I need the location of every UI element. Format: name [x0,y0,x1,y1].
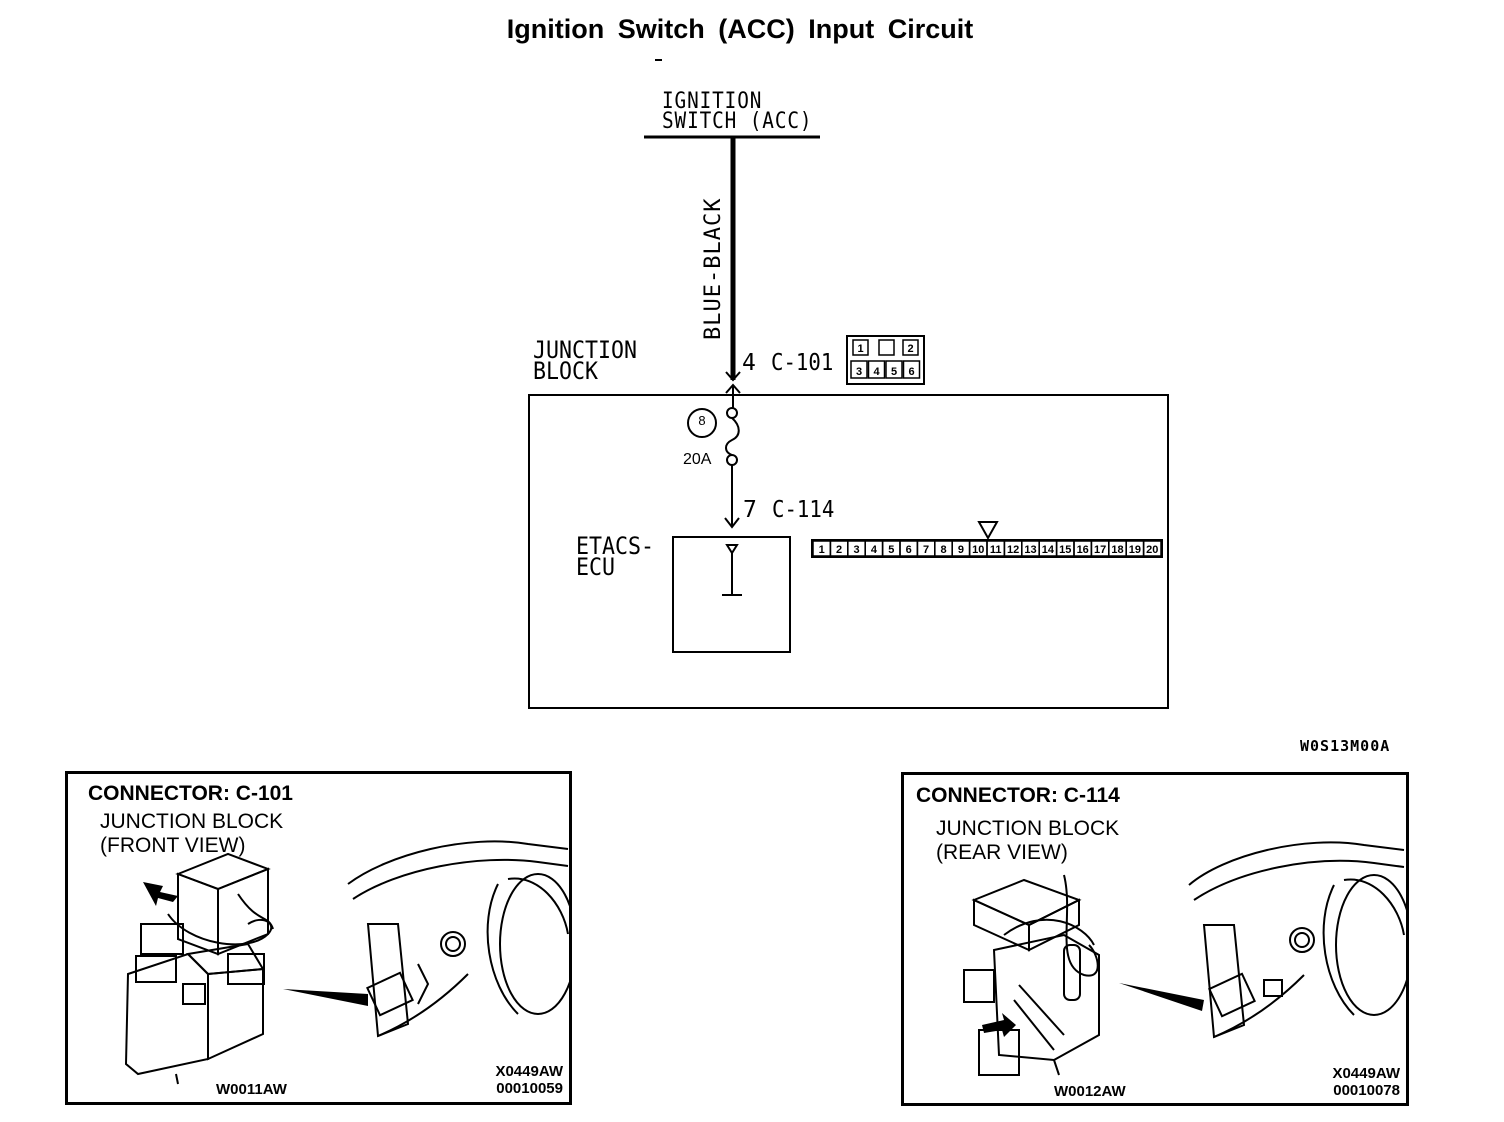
c101-pin-bottom-5-label: 5 [891,366,897,378]
etacs-ecu-box [672,536,791,653]
c114-pin-2-label: 2 [836,544,842,556]
c114-pin-3-label: 3 [853,544,859,556]
panel-right-ref-code2: 00010078 [1333,1082,1400,1099]
c114-pin-13-label: 13 [1024,544,1036,556]
junction-block-outline [528,394,1169,709]
location-pointer-icon [1119,983,1204,1011]
c114-pin-16-label: 16 [1077,544,1089,556]
c114-connector-face [811,539,1163,558]
c101-pin-bottom-4-cell [867,360,886,379]
fuse-number: 8 [698,413,706,428]
fuse-element [725,417,740,456]
panel-left-view-label: JUNCTION BLOCK (FRONT VIEW) [100,810,283,858]
panel-left-connector-label: CONNECTOR: C-101 [88,782,293,805]
fuse-rating: 20A [683,451,712,468]
c101-pin-top-2-label: 2 [907,343,913,355]
connector-c114-panel: CONNECTOR: C-114 JUNCTION BLOCK (REAR VI… [901,772,1409,1106]
figure-code: W0S13M00A [1300,737,1391,755]
ignition-switch-label-line1: IGNITION [662,89,763,114]
panel-right-image-code: W0012AW [1054,1083,1126,1100]
junction-block-front-illustration [124,840,569,1085]
c101-pin-top-1-cell [878,339,895,356]
c101-pin-bottom-4-label: 4 [873,366,880,378]
wire-color-label: BLUE-BLACK [701,197,726,340]
c101-pin-top-0-label: 1 [857,343,863,355]
panel-right-view-line2: (REAR VIEW) [936,841,1068,864]
junction-block-label: JUNCTION BLOCK [533,336,638,385]
junction-block-rear-illustration [963,841,1406,1076]
panel-right-ref-code1: X0449AW [1332,1065,1400,1082]
pointer-arrow-icon [143,882,178,906]
c114-pin-7-label: 7 [923,544,929,556]
c114-pin-5-label: 5 [888,544,894,556]
c101-pin-bottom-6-cell [902,360,921,379]
panel-right-ref-codes: X0449AW 00010078 [1332,1065,1400,1099]
c101-pin-top-2-cell [902,339,919,356]
panel-left-ref-code1: X0449AW [495,1063,563,1080]
c114-lock-tab [977,521,999,541]
panel-left-image-code: W0011AW [216,1081,287,1098]
c114-pin-19-label: 19 [1129,544,1141,556]
c114-pin-15-label: 15 [1059,544,1071,556]
c114-pin-9-label: 9 [958,544,964,556]
c101-pin-top-0-cell [852,339,869,356]
c114-pin-1-label: 1 [819,544,825,556]
panel-right-view-label: JUNCTION BLOCK (REAR VIEW) [936,817,1119,865]
c114-pin-14-label: 14 [1042,544,1055,556]
ignition-switch-label-line2: SWITCH (ACC) [662,109,813,134]
junction-block-label-line1: JUNCTION [533,336,638,364]
ignition-switch-label: IGNITION SWITCH (ACC) [662,89,813,134]
c114-pin-17-label: 17 [1094,544,1106,556]
c114-pin-20-cell [1142,540,1162,557]
c114-pin-11-label: 11 [990,544,1002,556]
c114-pin-6-label: 6 [906,544,912,556]
fuse-number-circle [687,408,717,438]
panel-right-connector-label: CONNECTOR: C-114 [916,784,1120,807]
c101-connector-face [846,335,925,385]
c114-pin-18-label: 18 [1111,544,1123,556]
c101-pin-number: 4 [742,350,756,376]
c101-pin-bottom-5-cell [885,360,903,379]
etacs-ecu-label-line1: ETACS- [576,532,655,560]
panel-left-ref-code2: 00010059 [496,1080,563,1097]
panel-left-view-line2: (FRONT VIEW) [100,834,246,857]
diagram-title: Ignition Switch (ACC) Input Circuit [506,14,974,44]
panel-left-ref-codes: X0449AW 00010059 [495,1063,563,1097]
c114-pin-20-label: 20 [1146,544,1158,556]
fuse-terminal-top [726,407,738,419]
panel-right-view-line1: JUNCTION BLOCK [936,817,1120,840]
c101-pin-bottom-3-label: 3 [856,366,862,378]
connector-c101-panel: CONNECTOR: C-101 JUNCTION BLOCK (FRONT V… [65,771,572,1105]
pointer-arrow-icon [982,1013,1016,1037]
c114-connector-name: C-114 [772,497,835,523]
c101-connector-name: C-101 [771,350,834,376]
c114-pin-12-label: 12 [1007,544,1019,556]
c114-pin-4-label: 4 [871,544,878,556]
etacs-ecu-label-line2: ECU [576,553,616,581]
c101-pin-bottom-3-cell [850,360,868,379]
c114-pin-10-label: 10 [972,544,984,556]
c114-pin-8-label: 8 [940,544,946,556]
etacs-ecu-label: ETACS- ECU [576,532,655,581]
c114-pin-number: 7 [743,497,757,523]
junction-block-label-line2: BLOCK [533,357,599,385]
c101-pin-bottom-6-label: 6 [908,366,914,378]
location-pointer-icon [283,989,368,1006]
fuse-terminal-bottom [726,454,738,466]
panel-left-view-line1: JUNCTION BLOCK [100,810,284,833]
